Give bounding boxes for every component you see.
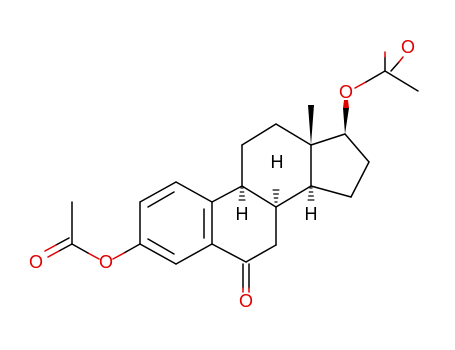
methyl-wedge-bond bbox=[308, 105, 314, 145]
ester-wedge-bond bbox=[343, 108, 349, 134]
ketone-group: O bbox=[239, 263, 253, 311]
carbonyl-oxygen-left-label: O bbox=[29, 252, 43, 272]
ring-b bbox=[211, 185, 277, 263]
acetate-right: O O bbox=[339, 37, 419, 134]
ring-a-aromatic bbox=[139, 181, 213, 265]
hydrogen-c9-label: H bbox=[236, 204, 249, 224]
hydrogen-c8-label: H bbox=[271, 152, 284, 172]
ring-c bbox=[241, 123, 312, 208]
stereo-h-c9: H bbox=[236, 187, 249, 224]
ketone-oxygen-label: O bbox=[239, 291, 253, 311]
ring-d bbox=[310, 133, 370, 198]
stereo-h-c8: H bbox=[271, 152, 284, 203]
ester-oxygen-left-label: O bbox=[99, 252, 113, 272]
acetate-left: O O bbox=[29, 201, 141, 272]
ester-oxygen-right-label: O bbox=[339, 82, 353, 102]
stereo-h-c14: H bbox=[305, 187, 318, 224]
hydrogen-c14-label: H bbox=[305, 204, 318, 224]
carbonyl-oxygen-right-label: O bbox=[401, 37, 415, 57]
